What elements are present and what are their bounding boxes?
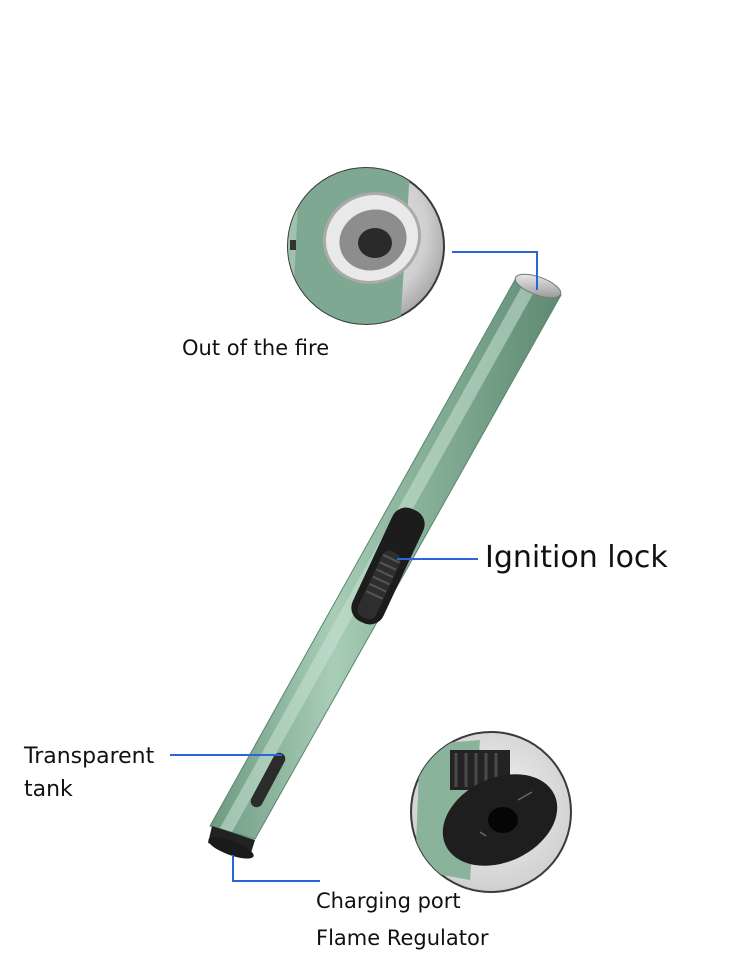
tank-window (250, 752, 286, 808)
callout-line-fire (452, 251, 538, 290)
detail-circle-nozzle (287, 167, 445, 325)
label-transparent-tank-line2: tank (24, 777, 73, 802)
callout-line-port (232, 855, 320, 882)
label-ignition-lock: Ignition lock (485, 540, 668, 575)
callout-lines (170, 251, 538, 882)
label-transparent-tank-line1: Transparent (24, 744, 155, 769)
label-flame-regulator: Flame Regulator (316, 926, 489, 950)
detail-circle-regulator (410, 731, 572, 893)
bottom-cap (208, 826, 255, 859)
lighter-body (208, 273, 562, 859)
label-transparent-tank: Transparent tank (24, 740, 154, 806)
label-out-of-the-fire: Out of the fire (182, 336, 330, 360)
ignition-switch (351, 507, 425, 625)
label-charging-port: Charging port (316, 889, 461, 913)
